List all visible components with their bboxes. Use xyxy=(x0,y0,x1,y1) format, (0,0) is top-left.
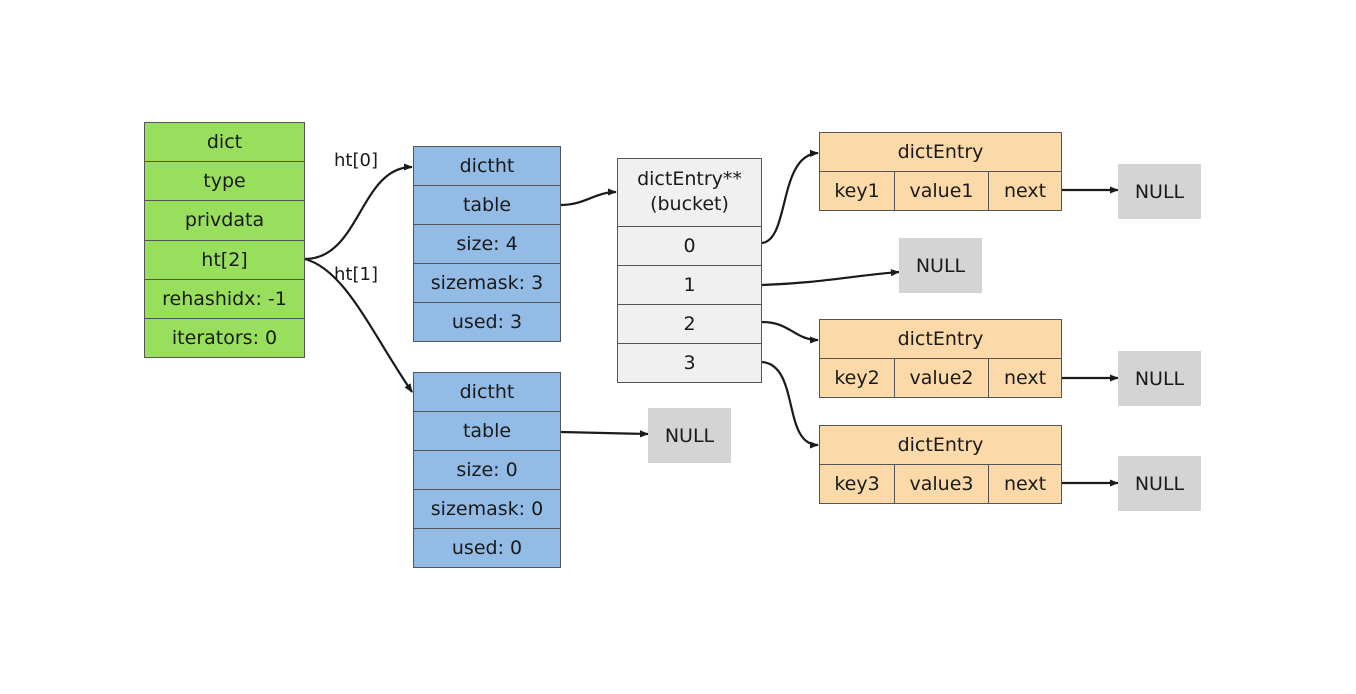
bucket-index-3: 3 xyxy=(618,342,761,383)
entry3-value: value3 xyxy=(894,465,988,503)
bucket-array: dictEntry** (bucket) 0 1 2 3 xyxy=(617,158,762,383)
dict-title: dict xyxy=(145,123,304,162)
ht0-field-size: size: 4 xyxy=(414,224,560,263)
entry3-key: key3 xyxy=(820,465,894,503)
entry2-next: next xyxy=(988,359,1061,397)
entry3-title: dictEntry xyxy=(820,426,1061,464)
entry2-value: value2 xyxy=(894,359,988,397)
entry2-key: key2 xyxy=(820,359,894,397)
ht1-field-sizemask: sizemask: 0 xyxy=(414,489,560,528)
arrow-dict-to-ht0 xyxy=(304,163,413,261)
entry2-title: dictEntry xyxy=(820,320,1061,358)
ht0-field-table: table xyxy=(414,185,560,224)
dict-entry-2: dictEntry key2 value2 next xyxy=(819,319,1062,398)
null-ht1-table: NULL xyxy=(648,408,731,463)
ht1-field-size: size: 0 xyxy=(414,450,560,489)
null-entry1-next: NULL xyxy=(1118,164,1201,219)
dict-field-rehashidx: rehashidx: -1 xyxy=(145,278,304,318)
entry1-value: value1 xyxy=(894,172,988,210)
null-bucket-1: NULL xyxy=(899,238,982,293)
dict-field-privdata: privdata xyxy=(145,200,304,240)
ht1-field-used: used: 0 xyxy=(414,528,560,567)
bucket-header: dictEntry** (bucket) xyxy=(618,159,761,226)
dictht-ht0: dictht table size: 4 sizemask: 3 used: 3 xyxy=(413,146,561,342)
dict-field-iterators: iterators: 0 xyxy=(145,317,304,358)
dict-field-ht: ht[2] xyxy=(145,239,304,279)
null-entry2-next: NULL xyxy=(1118,351,1201,406)
bucket-index-1: 1 xyxy=(618,264,761,304)
dict-entry-1: dictEntry key1 value1 next xyxy=(819,132,1062,211)
entry1-next: next xyxy=(988,172,1061,210)
arrow-bucket3-to-entry3 xyxy=(761,360,819,449)
null-entry3-next: NULL xyxy=(1118,456,1201,511)
ht0-title: dictht xyxy=(414,147,560,185)
dict-entry-3: dictEntry key3 value3 next xyxy=(819,425,1062,504)
arrow-ht0-table-to-bucket xyxy=(560,188,617,207)
entry3-next: next xyxy=(988,465,1061,503)
entry1-title: dictEntry xyxy=(820,133,1061,171)
dict-struct: dict type privdata ht[2] rehashidx: -1 i… xyxy=(144,122,305,358)
dictht-ht1: dictht table size: 0 sizemask: 0 used: 0 xyxy=(413,372,561,568)
ht0-field-sizemask: sizemask: 3 xyxy=(414,263,560,302)
entry1-key: key1 xyxy=(820,172,894,210)
bucket-index-2: 2 xyxy=(618,303,761,343)
arrow-bucket1-to-null xyxy=(761,269,900,287)
ht1-field-table: table xyxy=(414,411,560,450)
arrow-bucket2-to-entry2 xyxy=(761,320,819,344)
arrow-bucket0-to-entry1 xyxy=(761,149,819,245)
arrow-ht1-table-to-null xyxy=(560,430,649,438)
label-ht1: ht[1] xyxy=(334,264,378,285)
ht1-title: dictht xyxy=(414,373,560,411)
dict-field-type: type xyxy=(145,161,304,201)
bucket-index-0: 0 xyxy=(618,225,761,265)
ht0-field-used: used: 3 xyxy=(414,302,560,341)
label-ht0: ht[0] xyxy=(334,150,378,171)
